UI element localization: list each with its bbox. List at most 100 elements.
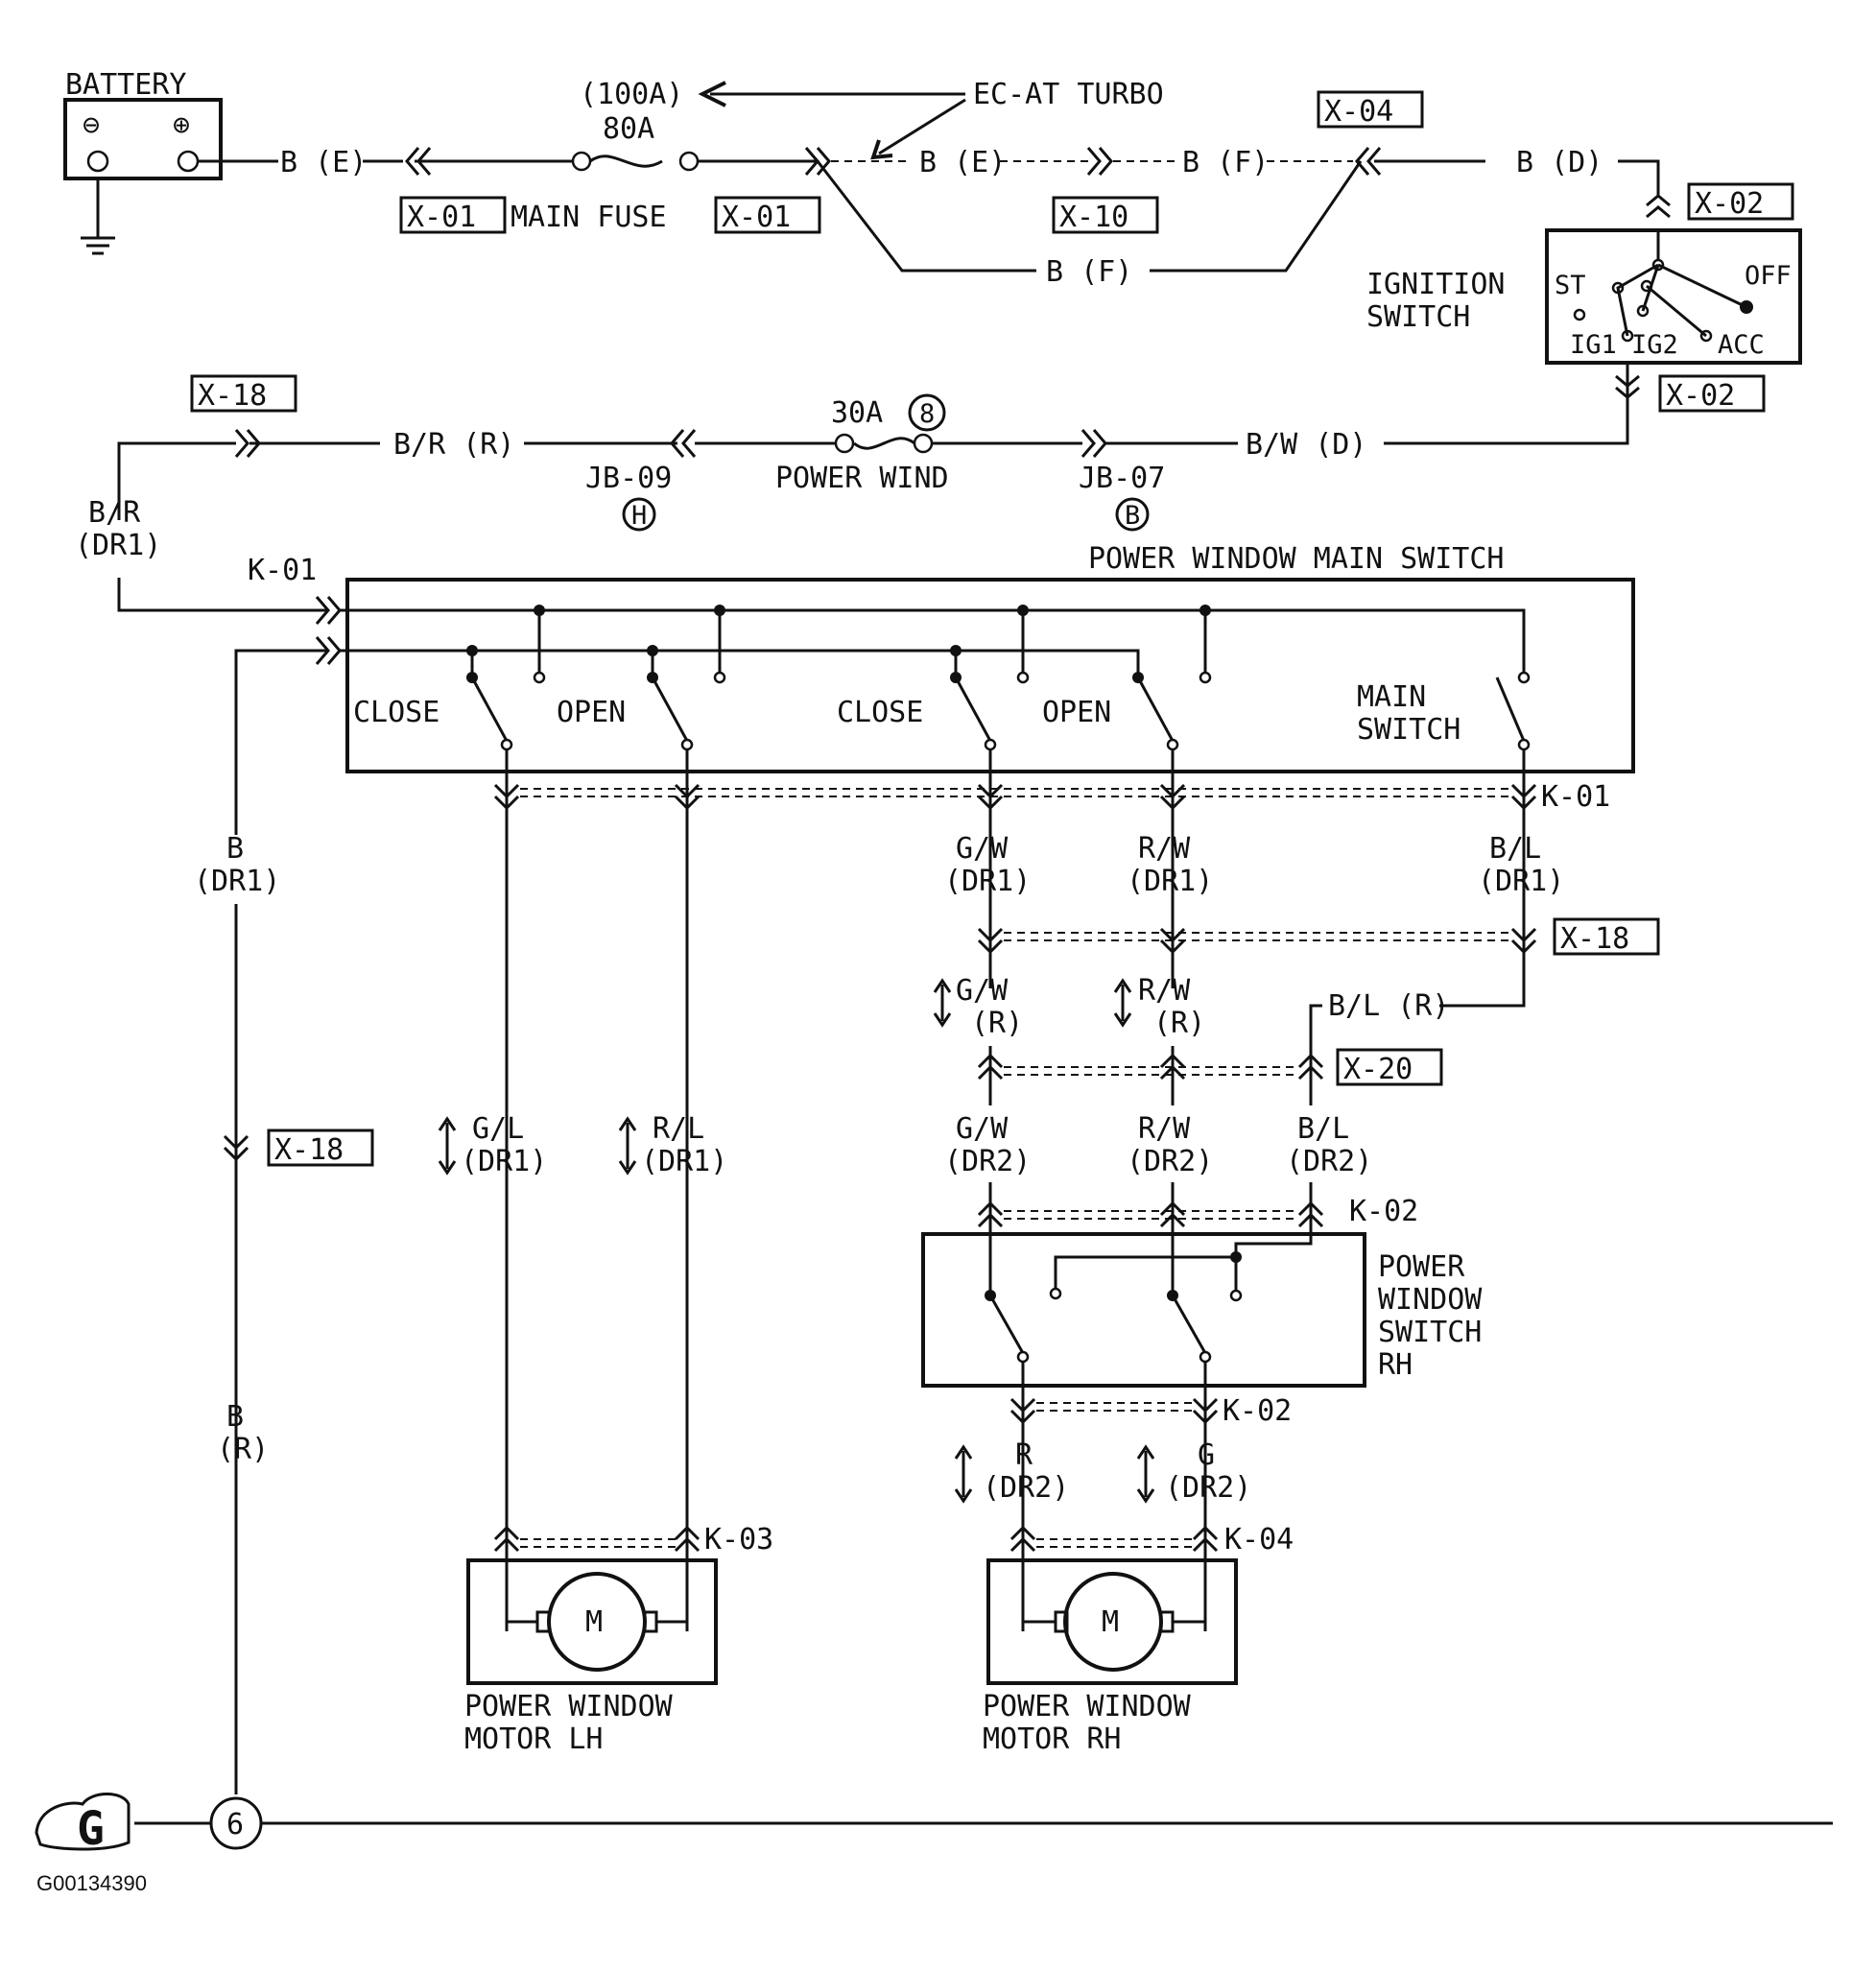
wire-label-bl-dr2-circuit: (DR2) [1286,1145,1372,1178]
connector-x02-top: X-02 [1695,187,1764,221]
junction-block-jb09: JB-09 [585,462,672,495]
power-window-motor-rh: K-04 M POWER WINDOW MOTOR RH [983,1523,1294,1756]
wire-label-gw-r: G/W [956,974,1009,1008]
main-switch-title: POWER WINDOW MAIN SWITCH [1088,542,1504,576]
wire-label-bl-dr1: B/L [1489,832,1541,866]
wire-label-gl-dr1-circuit: (DR1) [461,1145,547,1178]
wire-label-bl-dr2: B/L [1297,1112,1349,1146]
wire-label-br-dr1: B/R [88,496,141,530]
connector-k04: K-04 [1224,1523,1294,1556]
connector-k01-input: K-01 [248,554,317,587]
connector-k02-bottom-label: K-02 [1223,1394,1292,1428]
wire-label-br-dr1-circuit: (DR1) [75,529,161,562]
ignition-acc-label: ACC [1718,330,1765,360]
ignition-ig2-label: IG2 [1631,330,1678,360]
wire-label-b-d: B (D) [1516,146,1603,179]
battery-label: BATTERY [65,68,186,102]
wire-label-b-f-lower: B (F) [1046,255,1132,289]
connector-x10: X-10 [1059,201,1128,234]
connector-x18-middle: X-18 B/L (R) [977,902,1660,1088]
motor-lh-label-1: POWER WINDOW [464,1690,674,1723]
wire-label-b-dr1-circuit: (DR1) [194,865,280,898]
dr2-wire-labels: G/W (DR2) R/W (DR2) B/L (DR2) [944,1112,1372,1178]
battery-positive-symbol: ⊕ [173,108,190,142]
main-switch-label-2: SWITCH [1357,713,1460,747]
wire-label-bl-r: B/L (R) [1328,989,1449,1023]
wire-label-b-w-d: B/W (D) [1246,428,1366,462]
ignition-ig1-label: IG1 [1570,330,1617,360]
switch-open-right-label: OPEN [1042,696,1111,729]
connector-x01-right: X-01 [722,201,791,234]
power-window-motor-lh: M POWER WINDOW MOTOR LH [464,1551,718,1756]
ignition-st-label: ST [1555,271,1586,300]
wire-label-r-dr2: R [1015,1438,1033,1472]
wire-label-b-e-2: B (E) [919,146,1006,179]
motor-rh-label-2: MOTOR RH [983,1723,1122,1756]
connector-x18-top: X-18 [198,379,267,413]
motor-rh-label-1: POWER WINDOW [983,1690,1192,1723]
power-wind-fuse-label: POWER WIND [775,462,949,495]
ignition-switch: X-02 IGNITION SWITCH ST OFF IG1 IG2 ACC … [1366,182,1802,413]
r-circuit-labels: G/W (R) R/W (R) [933,974,1205,1088]
ground-node-number: 6 [226,1808,244,1841]
wire-label-rw-dr1-circuit: (DR1) [1127,865,1213,898]
wire-label-gw-dr2: G/W [956,1112,1009,1146]
connector-x20-label: X-20 [1343,1053,1413,1086]
wire-label-g-dr2: G [1198,1438,1215,1472]
wire-label-g-dr2-circuit: (DR2) [1165,1471,1251,1505]
motor-lh-symbol: M [585,1605,603,1639]
wire-label-rw-r-circuit: (R) [1153,1007,1205,1040]
main-fuse-alt-rating: (100A) [580,78,683,111]
motor-rh-symbol: M [1102,1605,1119,1639]
jb09-ref: H [631,501,647,531]
main-switch-label-1: MAIN [1357,680,1426,714]
connector-x18-bottom: X-18 [274,1133,344,1167]
wire-label-rw-r: R/W [1138,974,1191,1008]
wire-label-rw-dr2: R/W [1138,1112,1191,1146]
ground-bus: G 6 G00134390 [35,1793,1833,1895]
power-window-main-switch: POWER WINDOW MAIN SWITCH K-01 [117,542,1635,835]
ground-wire-b: X-18 B (R) [217,904,374,1794]
dr1-wire-labels: B (DR1) G/W (DR1) R/W (DR1) B/L (DR1) [194,832,1564,898]
connector-x18-middle-label: X-18 [1560,922,1629,956]
wire-label-gw-dr1: G/W [956,832,1009,866]
rh-switch-label-1: POWER [1378,1250,1465,1284]
power-wind-fuse-rating: 30A [831,396,883,430]
motor-lh-label-2: MOTOR LH [464,1723,604,1756]
ignition-switch-label-2: SWITCH [1366,300,1470,334]
wire-label-b-r-circuit: (R) [217,1433,269,1466]
wire-label-gw-dr2-circuit: (DR2) [944,1145,1031,1178]
connector-k03: K-03 [704,1523,773,1556]
connector-k01-label: K-01 [1541,780,1610,814]
wire-label-gw-dr1-circuit: (DR1) [944,865,1031,898]
rh-switch-label-3: SWITCH [1378,1316,1482,1349]
ec-at-turbo-note: EC-AT TURBO [973,78,1164,111]
power-window-fuse-row: B/W (D) B/R (R) 30A 8 POWER WIND JB-09 H… [75,374,1629,562]
wire-label-gl-dr1: G/L [472,1112,524,1146]
ignition-switch-label-1: IGNITION [1366,268,1506,301]
connector-x02-bottom: X-02 [1666,379,1735,413]
switch-close-left-label: CLOSE [353,696,439,729]
ground-badge-letter: G [77,1802,105,1856]
power-window-switch-rh: K-02 POWER WINDOW SWITCH RH [921,1182,1483,1388]
power-wind-fuse-ref: 8 [919,399,935,429]
junction-block-jb07: JB-07 [1079,462,1165,495]
wire-label-b-r: B [226,1400,244,1434]
switch-open-left-label: OPEN [557,696,626,729]
wire-label-b-dr1: B [226,832,244,866]
ignition-off-label: OFF [1745,261,1792,291]
connector-k02-top: K-02 [1349,1195,1418,1228]
wire-label-rl-dr1: R/L [653,1112,704,1146]
wire-label-b-r-r: B/R (R) [393,428,514,462]
battery: BATTERY ⊖ ⊕ [63,68,223,255]
rh-switch-label-4: RH [1378,1348,1413,1382]
battery-negative-symbol: ⊖ [83,108,100,142]
connector-x04: X-04 [1324,95,1393,129]
wire-label-rw-dr2-circuit: (DR2) [1127,1145,1213,1178]
wire-label-b-e: B (E) [280,146,367,179]
lh-motor-circuit: G/L (DR1) R/L (DR1) K-03 [438,1112,773,1556]
connector-k01-output: K-01 [493,748,1610,1631]
connector-k02-bottom: K-02 R (DR2) G (DR2) [954,1386,1292,1631]
connector-x01-left: X-01 [407,201,476,234]
